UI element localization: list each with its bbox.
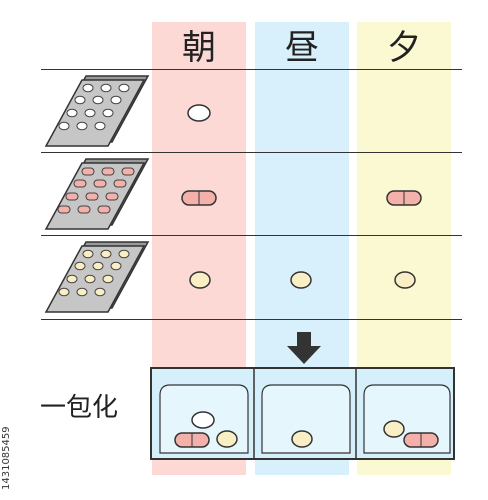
yellow-tablet-evening-icon <box>394 271 416 289</box>
row-divider <box>41 319 462 320</box>
pink-capsule-evening-icon <box>386 190 422 206</box>
yellow-tablet-noon-icon <box>290 271 312 289</box>
noon-header: 昼 <box>285 28 319 68</box>
unit-dose-packaging-label: 一包化 <box>40 393 119 423</box>
row-divider <box>41 235 462 236</box>
white-tablet-blister-pack-icon <box>44 75 150 147</box>
white-tablet-morning-icon <box>187 104 211 122</box>
yellow-tablet-morning-icon <box>189 271 211 289</box>
evening-header: 夕 <box>387 28 421 68</box>
pink-capsule-morning-icon <box>181 190 217 206</box>
stock-image-id: 1431085459 <box>1 426 12 490</box>
yellow-tablet-blister-pack-icon <box>44 241 150 313</box>
unit-dose-sachet-strip <box>150 367 455 460</box>
row-divider <box>41 152 462 153</box>
down-arrow-icon <box>287 332 321 364</box>
morning-header: 朝 <box>182 28 216 68</box>
row-divider <box>41 69 462 70</box>
pink-capsule-blister-pack-icon <box>44 158 150 230</box>
